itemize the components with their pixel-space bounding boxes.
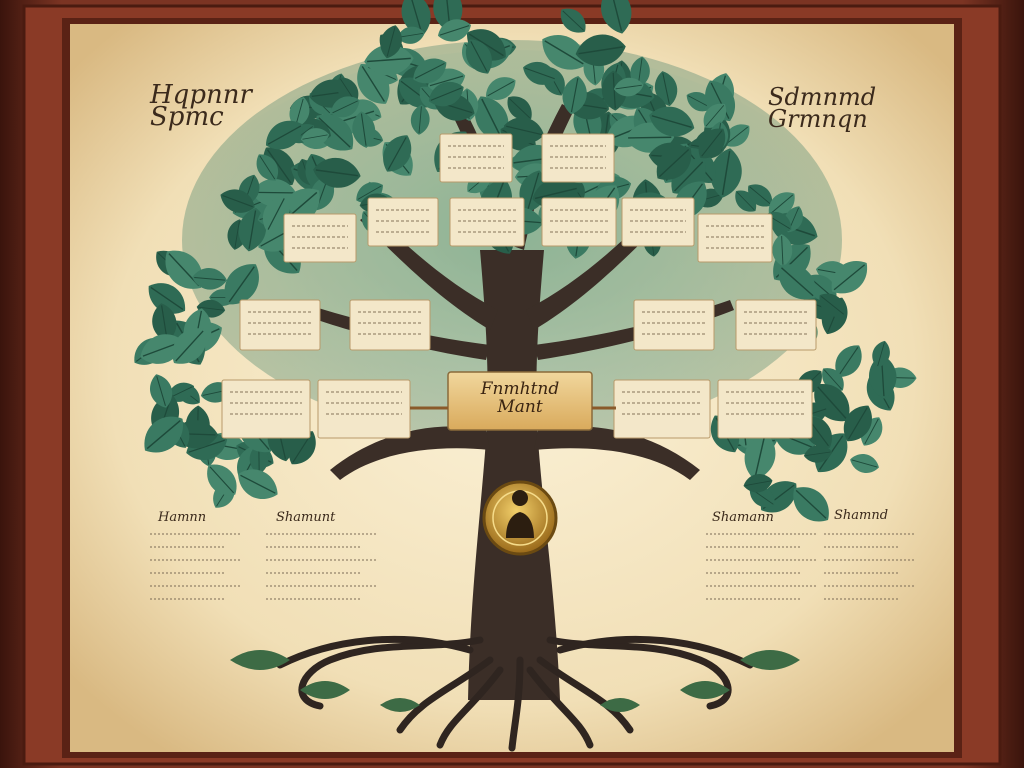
name-card: [283, 213, 357, 263]
root-foliage: [230, 650, 800, 712]
name-card: [367, 197, 439, 247]
name-card: [449, 197, 525, 247]
name-card: [697, 213, 773, 263]
name-card: [613, 379, 711, 439]
tree-roots: [276, 635, 754, 752]
ancestor-portrait-medallion-icon: [482, 480, 558, 556]
side-note-title-4: Shamnd: [834, 508, 889, 523]
central-name-plaque: [410, 371, 616, 431]
name-card: [621, 197, 695, 247]
name-card: [439, 133, 513, 183]
central-plaque-name: Fnmhtnd Mant: [480, 379, 560, 417]
name-card: [349, 299, 431, 351]
name-card: [717, 379, 813, 439]
name-card: [221, 379, 311, 439]
side-note-title-1: Hamnn: [158, 510, 207, 525]
side-note-title-2: Shamunt: [276, 510, 336, 525]
name-card: [239, 299, 321, 351]
name-card: [633, 299, 715, 351]
side-note-lines: [150, 533, 914, 600]
name-card: [541, 197, 617, 247]
side-note-title-3: Shamann: [712, 510, 774, 525]
corner-calligraphy-top-right: Sdmnmd Grmnqn: [768, 83, 877, 133]
name-card: [735, 299, 817, 351]
corner-calligraphy-top-left: Hqpnnr Spmc: [150, 80, 252, 132]
name-cards-layer: [221, 133, 817, 439]
name-card: [317, 379, 411, 439]
name-card: [541, 133, 615, 183]
